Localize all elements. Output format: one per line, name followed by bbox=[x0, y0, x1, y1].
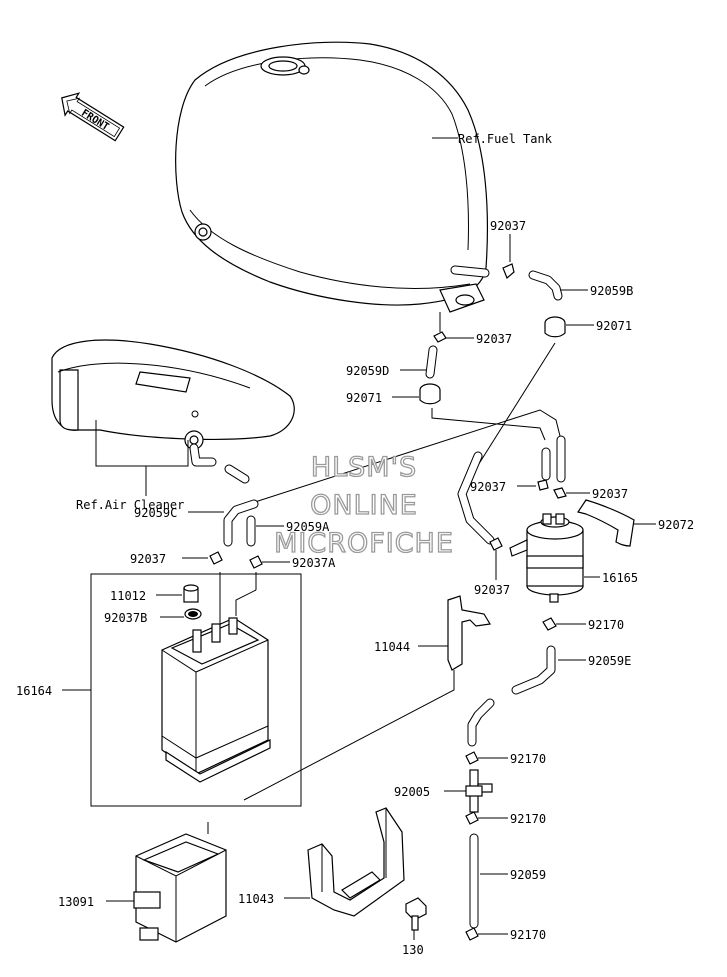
label-13091: 13091 bbox=[58, 895, 94, 909]
air-cleaner bbox=[51, 339, 295, 484]
label-92059D: 92059D bbox=[346, 364, 389, 378]
clamp-92037-upper bbox=[502, 263, 515, 280]
label-92037-canister: 92037 bbox=[130, 552, 166, 566]
front-arrow-icon: FRONT bbox=[61, 92, 125, 142]
ref-fuel-tank-label: Ref.Fuel Tank bbox=[458, 132, 553, 146]
clamp-92170-upper bbox=[542, 617, 557, 631]
ref-air-cleaner-label: Ref.Air Cleaner bbox=[76, 498, 184, 512]
label-92037-filter-left: 92037 bbox=[470, 480, 506, 494]
label-92170-lower: 92170 bbox=[510, 812, 546, 826]
cap-92037B bbox=[184, 608, 202, 620]
bracket-11043 bbox=[307, 807, 405, 917]
label-92037-top: 92037 bbox=[490, 219, 526, 233]
bolt-130 bbox=[405, 897, 427, 931]
bracket-92072 bbox=[577, 499, 635, 547]
label-92059B: 92059B bbox=[590, 284, 633, 298]
fuel-filter-16165 bbox=[509, 513, 584, 603]
joint-92005 bbox=[465, 769, 493, 813]
clamp-92170-mid bbox=[465, 751, 479, 765]
label-92037-filter-right: 92037 bbox=[592, 487, 628, 501]
label-92170-upper: 92170 bbox=[588, 618, 624, 632]
watermark: HLSM'S ONLINE MICROFICHE bbox=[273, 451, 454, 559]
label-92005: 92005 bbox=[394, 785, 430, 799]
label-92071-upper: 92071 bbox=[596, 319, 632, 333]
label-92059E: 92059E bbox=[588, 654, 631, 668]
label-11012: 11012 bbox=[110, 589, 146, 603]
label-16164: 16164 bbox=[16, 684, 52, 698]
watermark-line-2: ONLINE bbox=[310, 490, 418, 521]
watermark-line-3: MICROFICHE bbox=[274, 528, 454, 559]
label-92059: 92059 bbox=[510, 868, 546, 882]
label-92059A: 92059A bbox=[286, 520, 330, 534]
cap-11012 bbox=[183, 584, 199, 603]
clamp-92037-filter-left bbox=[537, 479, 549, 491]
clamp-92170-bottom bbox=[465, 927, 479, 941]
label-92071-lower: 92071 bbox=[346, 391, 382, 405]
label-92170-mid: 92170 bbox=[510, 752, 546, 766]
grommet-92071-lower bbox=[419, 383, 441, 405]
clamp-92037-tank bbox=[433, 331, 447, 343]
canister-16164 bbox=[161, 617, 271, 783]
label-92037-lower: 92037 bbox=[474, 583, 510, 597]
fuel-tank bbox=[175, 41, 490, 313]
cover-13091 bbox=[133, 833, 227, 943]
clip-11044 bbox=[447, 595, 491, 671]
label-92059C: 92059C bbox=[134, 506, 177, 520]
watermark-line-1: HLSM'S bbox=[311, 452, 417, 483]
clamp-92037A bbox=[249, 555, 263, 569]
label-92170-bottom: 92170 bbox=[510, 928, 546, 942]
label-92037B: 92037B bbox=[104, 611, 147, 625]
label-92037-tank: 92037 bbox=[476, 332, 512, 346]
clamp-92170-lower bbox=[465, 811, 479, 825]
label-130: 130 bbox=[402, 943, 424, 957]
clamp-92037-lower bbox=[489, 537, 503, 551]
clamp-92037-filter-right bbox=[553, 487, 567, 499]
label-16165: 16165 bbox=[602, 571, 638, 585]
label-92072: 92072 bbox=[658, 518, 694, 532]
clamp-92037-canister bbox=[209, 551, 223, 565]
grommet-92071-upper bbox=[544, 316, 566, 338]
label-11044: 11044 bbox=[374, 640, 410, 654]
label-92037A: 92037A bbox=[292, 556, 336, 570]
label-11043: 11043 bbox=[238, 892, 274, 906]
